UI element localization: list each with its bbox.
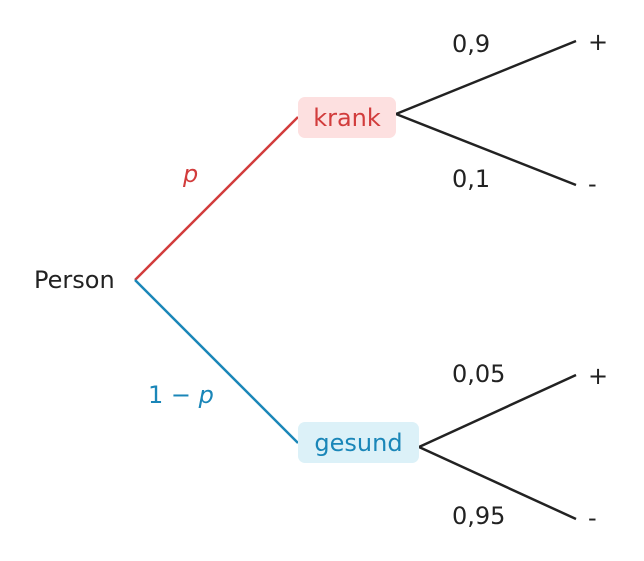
edge-gesund-to-plus	[418, 373, 577, 449]
edge-gesund-to-minus	[418, 445, 577, 521]
edge-label-gesund-symbol: p	[198, 381, 214, 409]
prob-krank-minus: 0,1	[452, 165, 491, 193]
edge-root-to-krank	[134, 116, 299, 281]
root-node-label: Person	[34, 266, 115, 294]
node-krank: krank	[298, 97, 396, 138]
node-gesund: gesund	[298, 422, 419, 463]
node-gesund-label: gesund	[314, 428, 403, 457]
prob-gesund-minus: 0,95	[452, 502, 506, 530]
node-krank-label: krank	[313, 103, 381, 132]
edge-label-krank: p	[183, 160, 199, 188]
edge-krank-to-minus	[395, 112, 577, 187]
outcome-krank-minus: -	[588, 170, 597, 198]
outcome-gesund-plus: +	[588, 362, 609, 390]
edge-label-gesund-prefix: 1 −	[148, 381, 199, 409]
prob-gesund-plus: 0,05	[452, 360, 506, 388]
prob-krank-plus: 0,9	[452, 30, 491, 58]
outcome-gesund-minus: -	[588, 504, 597, 532]
outcome-krank-plus: +	[588, 28, 609, 56]
edge-label-gesund: 1 − p	[148, 383, 214, 407]
edge-root-to-gesund	[134, 279, 299, 444]
edge-krank-to-plus	[395, 39, 577, 116]
